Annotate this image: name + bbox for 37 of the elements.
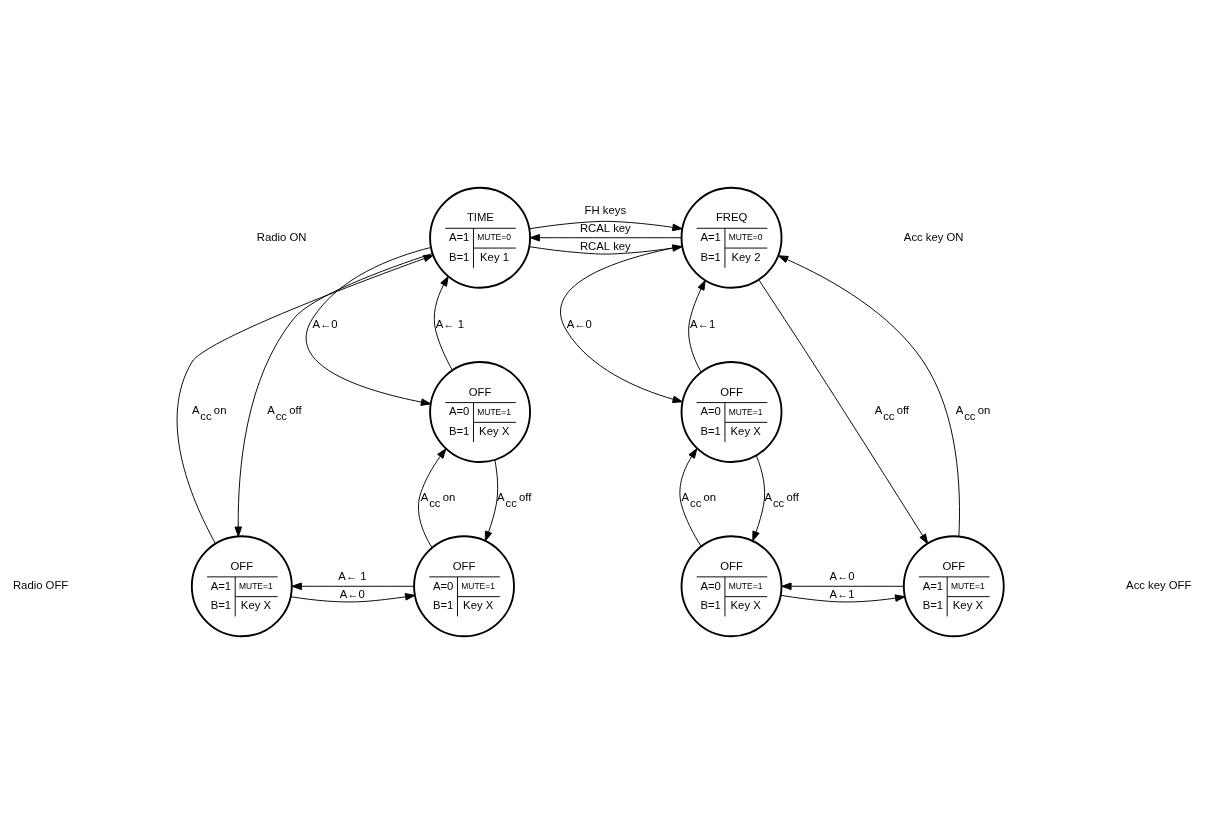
arrow xyxy=(234,252,434,537)
node-circle: OFF A=1 MUTE=1 B=1 Key X xyxy=(190,534,293,637)
arrow xyxy=(781,582,905,590)
arrow xyxy=(688,279,706,373)
arrow xyxy=(528,220,683,231)
node-circle: OFF A=0 MUTE=1 B=1 Key X xyxy=(429,360,531,463)
edge-label: A←1 xyxy=(690,317,716,330)
arrow xyxy=(777,254,960,537)
node-circle: OFF A=0 MUTE=1 B=1 Key X xyxy=(413,534,515,637)
edge-label: A←1 xyxy=(829,587,855,600)
arrow xyxy=(752,454,766,541)
arrow xyxy=(484,458,499,541)
arrow xyxy=(529,233,682,241)
label: Radio OFF xyxy=(12,578,69,591)
edge-label: RCAL key xyxy=(579,239,631,252)
arrow xyxy=(290,592,416,602)
label: Acc key ON xyxy=(903,230,964,243)
edge-label: A← 1 xyxy=(435,317,465,330)
edge-label: A←0 xyxy=(566,317,592,330)
node-circle: OFF A=0 MUTE=1 B=1 Key X xyxy=(680,360,783,463)
edge-label: A←0 xyxy=(829,569,855,582)
arrow xyxy=(679,447,702,547)
label: Acc key OFF xyxy=(1126,578,1192,591)
node-circle: OFF A=0 MUTE=1 B=1 Key X xyxy=(680,534,783,637)
label: Radio ON xyxy=(256,230,307,243)
arrow xyxy=(291,582,415,590)
arrow xyxy=(433,275,453,371)
edge-label: A← 1 xyxy=(338,569,367,582)
arrow xyxy=(418,447,447,548)
edge-label: FH keys xyxy=(584,203,627,216)
edge-label: A←0 xyxy=(312,317,338,330)
arrow xyxy=(758,278,929,544)
edge-label: RCAL key xyxy=(579,221,631,234)
arrow xyxy=(780,593,906,602)
arrow xyxy=(176,254,434,544)
arrow xyxy=(305,246,432,406)
edge-label: A←0 xyxy=(339,587,365,600)
